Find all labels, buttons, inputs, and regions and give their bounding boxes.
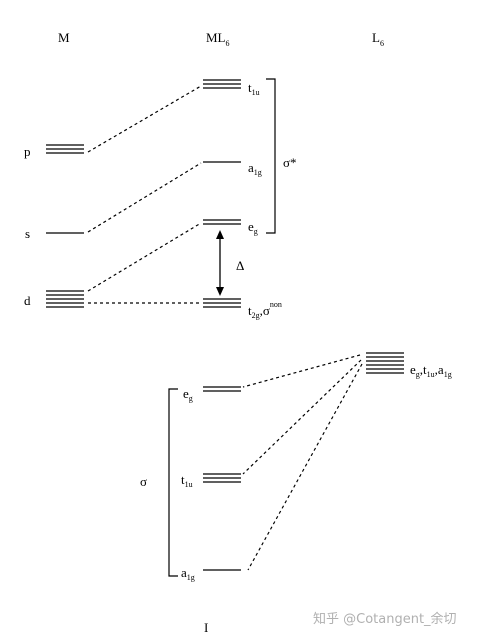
- header-ligand: L6: [372, 30, 384, 48]
- complex-eg-level: [203, 219, 241, 225]
- ligand-level-label: eg,t1u,a1g: [410, 362, 452, 379]
- correlation-p-t1u: [87, 85, 202, 153]
- ligand-level: [366, 352, 404, 374]
- bonding-eg-label: eg: [183, 386, 193, 403]
- correlation-d-eg: [87, 222, 202, 292]
- bonding-bracket: [168, 388, 178, 577]
- correlation-s-a1g: [87, 162, 202, 233]
- complex-t2g-level: [203, 298, 241, 308]
- footer-label: I: [204, 620, 208, 635]
- complex-eg-label: eg: [248, 219, 258, 236]
- metal-d-label: d: [24, 293, 31, 308]
- bonding-a1g-label: a1g: [181, 565, 195, 582]
- bonding-eg-level: [203, 386, 241, 392]
- antibonding-label: σ*: [283, 155, 297, 170]
- splitting-arrow: [216, 230, 224, 296]
- watermark-text: 知乎 @Cotangent_余切: [313, 611, 457, 627]
- metal-p-label: p: [24, 144, 31, 159]
- correlation-ligand-t1u: [242, 359, 362, 475]
- metal-p-level: [46, 144, 84, 154]
- metal-d-level: [46, 290, 84, 308]
- complex-t2g-label: t2g,σnon: [248, 300, 282, 320]
- correlation-ligand-eg: [242, 354, 361, 388]
- complex-t1u-level: [203, 79, 241, 89]
- header-metal: M: [58, 30, 70, 45]
- metal-s-label: s: [25, 226, 30, 241]
- bonding-t1u-label: t1u: [181, 472, 193, 489]
- complex-a1g-label: a1g: [248, 160, 262, 177]
- bonding-label: σ: [140, 474, 147, 489]
- bonding-t1u-level: [203, 473, 241, 483]
- correlation-ligand-a1g: [247, 363, 363, 571]
- header-complex: ML6: [206, 30, 230, 48]
- complex-t1u-label: t1u: [248, 80, 260, 97]
- splitting-label: Δ: [236, 258, 244, 273]
- antibonding-bracket: [266, 78, 276, 234]
